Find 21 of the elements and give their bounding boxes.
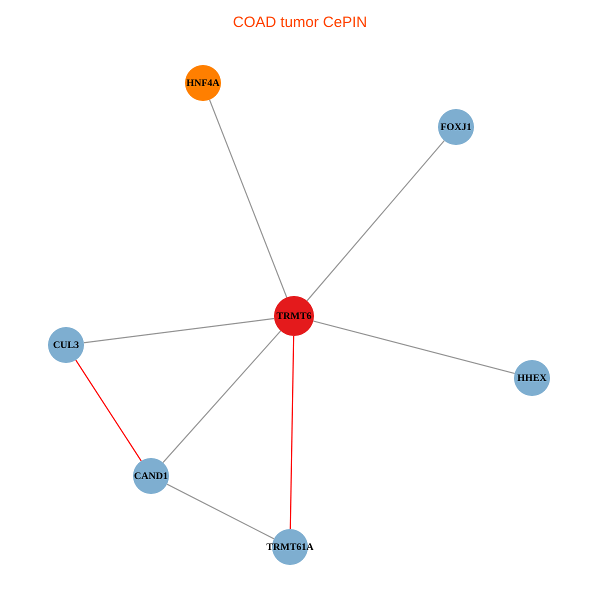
edge-line [306,140,445,302]
node-circle [133,458,169,494]
node-circle [48,327,84,363]
edge-line [166,484,274,540]
node-circle [514,360,550,396]
node-label: FOXJ1 [440,122,472,132]
node-circle [438,109,474,145]
edge-line [290,336,294,530]
node-label: CUL3 [52,340,80,350]
edge-line [209,100,288,298]
edge-line [313,320,515,374]
node-label: TRMT6 [276,310,312,322]
node-circle [274,296,314,336]
edge-line [84,318,274,344]
node-label: HNF4A [186,78,220,88]
edge-line [75,360,142,462]
chart-title: COAD tumor CePIN [232,14,368,31]
node-label: CAND1 [134,470,168,482]
edge-line [162,330,282,463]
node-label: HHEX [517,372,547,384]
node-circle [185,65,221,101]
